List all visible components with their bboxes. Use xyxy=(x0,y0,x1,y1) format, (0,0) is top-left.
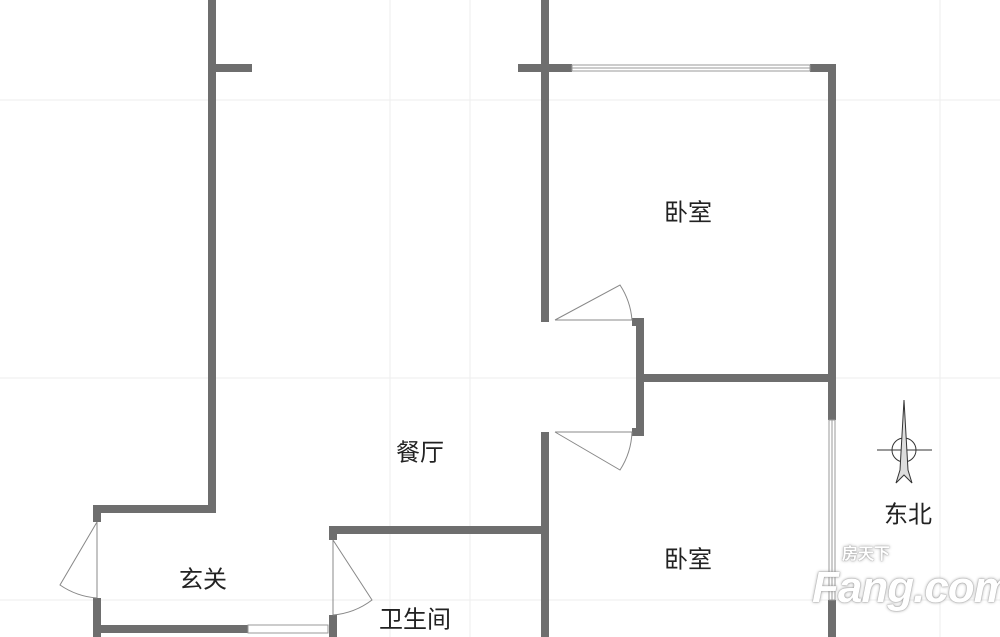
walls xyxy=(93,0,836,637)
compass-label: 东北 xyxy=(884,500,932,529)
watermark-brand: Fang.com xyxy=(812,563,1000,612)
doors xyxy=(59,284,633,616)
room-label-bathroom: 卫生间 xyxy=(379,605,451,634)
room-label-entry: 玄关 xyxy=(179,565,227,594)
room-label-dining: 餐厅 xyxy=(396,438,444,467)
watermark-cn: 房天下 xyxy=(842,546,891,563)
north-arrow-icon xyxy=(877,399,932,484)
room-label-bedroom: 卧室 xyxy=(664,198,712,227)
watermark-logo: 房天下 Fang.com xyxy=(812,546,1000,612)
room-label-bedroom: 卧室 xyxy=(664,545,712,574)
windows xyxy=(247,64,836,634)
